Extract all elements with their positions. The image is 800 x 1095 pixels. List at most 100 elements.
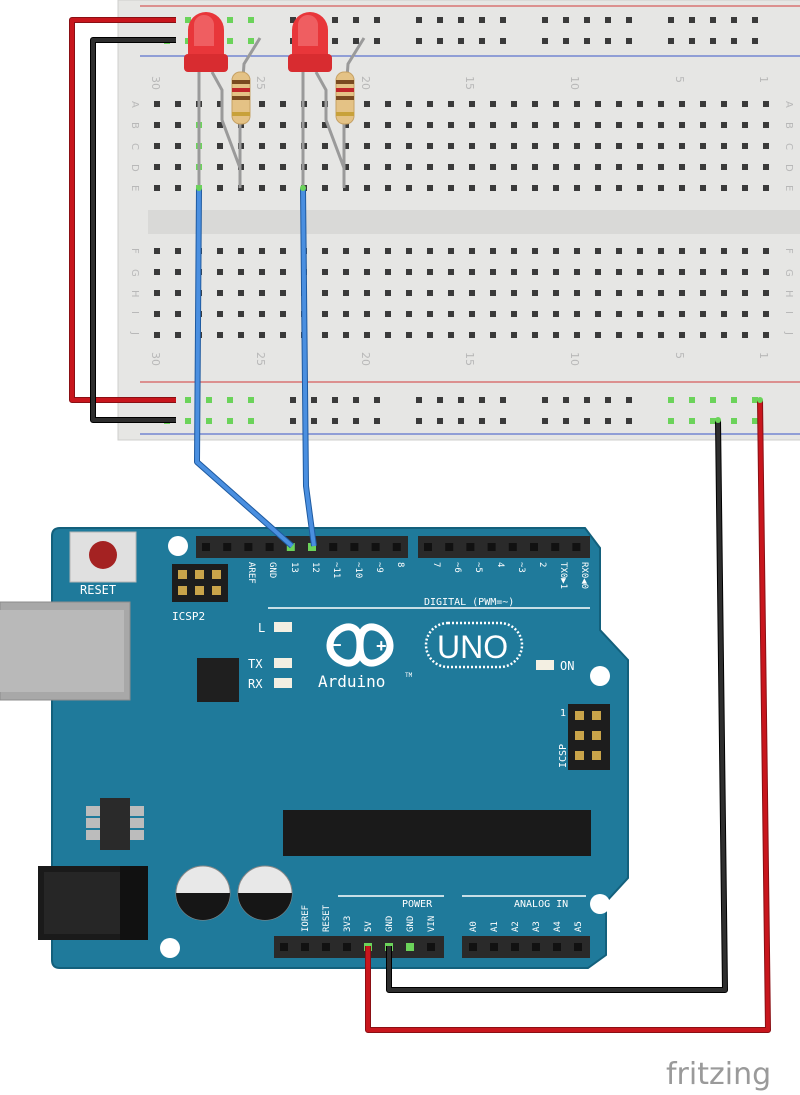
power-rail-hole[interactable] [479, 418, 485, 424]
power-rail-hole[interactable] [731, 418, 737, 424]
power-pin-hole[interactable] [322, 943, 330, 951]
breadboard-hole[interactable] [574, 164, 580, 170]
breadboard-hole[interactable] [553, 248, 559, 254]
breadboard-hole[interactable] [721, 185, 727, 191]
breadboard-hole[interactable] [448, 311, 454, 317]
power-rail-hole[interactable] [437, 17, 443, 23]
breadboard-hole[interactable] [385, 101, 391, 107]
breadboard-hole[interactable] [742, 290, 748, 296]
breadboard-hole[interactable] [763, 101, 769, 107]
power-rail-hole[interactable] [542, 418, 548, 424]
power-rail-hole[interactable] [584, 418, 590, 424]
breadboard-hole[interactable] [595, 143, 601, 149]
power-rail-hole[interactable] [605, 38, 611, 44]
power-rail-hole[interactable] [185, 397, 191, 403]
breadboard-hole[interactable] [532, 248, 538, 254]
power-rail-hole[interactable] [458, 397, 464, 403]
breadboard-hole[interactable] [763, 248, 769, 254]
breadboard-hole[interactable] [154, 311, 160, 317]
breadboard-hole[interactable] [616, 122, 622, 128]
breadboard-hole[interactable] [616, 269, 622, 275]
breadboard-hole[interactable] [469, 311, 475, 317]
breadboard-hole[interactable] [175, 332, 181, 338]
power-rail-hole[interactable] [206, 418, 212, 424]
breadboard-hole[interactable] [469, 164, 475, 170]
breadboard-hole[interactable] [469, 248, 475, 254]
breadboard-hole[interactable] [595, 332, 601, 338]
breadboard-hole[interactable] [175, 290, 181, 296]
breadboard-hole[interactable] [154, 185, 160, 191]
breadboard-hole[interactable] [658, 122, 664, 128]
breadboard-hole[interactable] [217, 269, 223, 275]
power-rail-hole[interactable] [437, 38, 443, 44]
breadboard-hole[interactable] [700, 143, 706, 149]
breadboard-hole[interactable] [490, 269, 496, 275]
power-rail-hole[interactable] [374, 38, 380, 44]
digital-pin-hole[interactable] [508, 543, 517, 551]
power-rail-hole[interactable] [185, 418, 191, 424]
breadboard-hole[interactable] [280, 248, 286, 254]
breadboard-hole[interactable] [364, 164, 370, 170]
led-2[interactable] [288, 12, 346, 188]
breadboard-hole[interactable] [700, 290, 706, 296]
breadboard-hole[interactable] [658, 248, 664, 254]
breadboard-hole[interactable] [448, 143, 454, 149]
breadboard-hole[interactable] [322, 185, 328, 191]
breadboard-hole[interactable] [280, 290, 286, 296]
power-rail-hole[interactable] [500, 397, 506, 403]
breadboard-hole[interactable] [280, 311, 286, 317]
breadboard-hole[interactable] [553, 122, 559, 128]
power-rail-hole[interactable] [227, 38, 233, 44]
breadboard-hole[interactable] [385, 185, 391, 191]
breadboard-hole[interactable] [490, 122, 496, 128]
power-pin-hole[interactable] [301, 943, 309, 951]
digital-pin-hole[interactable] [371, 543, 380, 551]
power-rail-hole[interactable] [668, 38, 674, 44]
breadboard-hole[interactable] [679, 311, 685, 317]
breadboard-hole[interactable] [154, 269, 160, 275]
breadboard-hole[interactable] [637, 185, 643, 191]
breadboard-hole[interactable] [616, 290, 622, 296]
breadboard-hole[interactable] [637, 122, 643, 128]
breadboard-hole[interactable] [259, 185, 265, 191]
breadboard-hole[interactable] [679, 164, 685, 170]
breadboard-hole[interactable] [616, 101, 622, 107]
breadboard-hole[interactable] [763, 143, 769, 149]
breadboard-hole[interactable] [280, 143, 286, 149]
breadboard-hole[interactable] [595, 248, 601, 254]
breadboard-hole[interactable] [427, 248, 433, 254]
breadboard-hole[interactable] [616, 248, 622, 254]
breadboard-hole[interactable] [259, 332, 265, 338]
breadboard-hole[interactable] [511, 164, 517, 170]
breadboard-hole[interactable] [343, 269, 349, 275]
breadboard-hole[interactable] [742, 101, 748, 107]
analog-pin-hole[interactable] [532, 943, 540, 951]
breadboard-hole[interactable] [406, 185, 412, 191]
power-rail-hole[interactable] [626, 418, 632, 424]
power-pin-hole[interactable] [343, 943, 351, 951]
breadboard-hole[interactable] [700, 269, 706, 275]
breadboard-hole[interactable] [532, 269, 538, 275]
breadboard-hole[interactable] [637, 332, 643, 338]
breadboard-hole[interactable] [658, 101, 664, 107]
breadboard-hole[interactable] [238, 269, 244, 275]
digital-pin-hole[interactable] [392, 543, 401, 551]
breadboard-hole[interactable] [700, 122, 706, 128]
breadboard-hole[interactable] [658, 269, 664, 275]
breadboard-hole[interactable] [343, 185, 349, 191]
breadboard-hole[interactable] [490, 311, 496, 317]
breadboard-hole[interactable] [532, 164, 538, 170]
power-rail-hole[interactable] [290, 17, 296, 23]
breadboard-hole[interactable] [511, 332, 517, 338]
breadboard-hole[interactable] [595, 311, 601, 317]
breadboard-hole[interactable] [679, 248, 685, 254]
breadboard-hole[interactable] [511, 290, 517, 296]
breadboard-hole[interactable] [763, 122, 769, 128]
breadboard-hole[interactable] [238, 332, 244, 338]
breadboard-hole[interactable] [511, 101, 517, 107]
breadboard-hole[interactable] [259, 290, 265, 296]
breadboard-hole[interactable] [553, 290, 559, 296]
power-rail-hole[interactable] [584, 17, 590, 23]
breadboard-hole[interactable] [280, 269, 286, 275]
breadboard-hole[interactable] [448, 101, 454, 107]
